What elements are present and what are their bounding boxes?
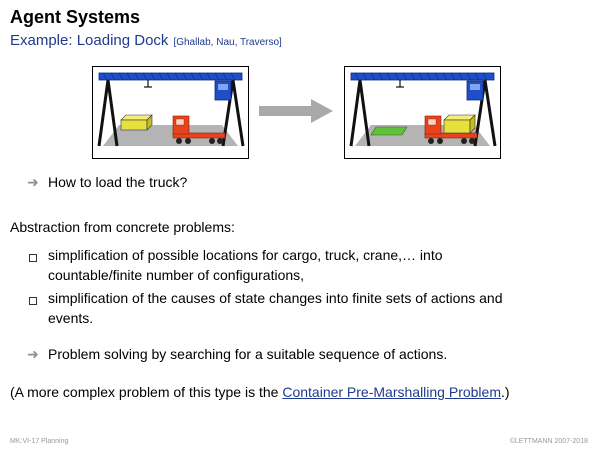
footer-slide-id: MK:VI-17 Planning — [10, 438, 69, 445]
container-pre-marshalling-link[interactable]: Container Pre-Marshalling Problem — [282, 384, 501, 400]
question-text: How to load the truck? — [48, 174, 188, 190]
note-after: .) — [501, 384, 510, 400]
square-bullet-icon — [29, 297, 37, 305]
cargo-container — [120, 114, 153, 131]
loaded-truck — [424, 114, 478, 144]
crane-cabin — [214, 80, 232, 101]
slide-subtitle: Example: Loading Dock [Ghallab, Nau, Trav… — [10, 32, 282, 49]
arrow-bullet-icon: ➜ — [27, 346, 39, 362]
arrow-bullet-icon: ➜ — [27, 174, 39, 190]
list-item-line: simplification of possible locations for… — [48, 247, 443, 263]
truck — [172, 115, 226, 144]
empty-cargo-spot — [370, 126, 408, 136]
square-bullet-icon — [29, 254, 37, 262]
note-text: (A more complex problem of this type is … — [10, 384, 510, 400]
footer-copyright: ©LETTMANN 2007-2018 — [509, 438, 588, 445]
citation: [Ghallab, Nau, Traverso] — [173, 37, 282, 48]
note-before: (A more complex problem of this type is … — [10, 384, 283, 400]
subtitle-text: Example: Loading Dock — [10, 32, 169, 49]
transition-arrow-icon — [259, 99, 333, 123]
loading-dock-goal-state — [344, 66, 501, 159]
crane-hook — [144, 80, 152, 88]
loading-dock-initial-state — [92, 66, 249, 159]
list-item-line: events. — [48, 310, 94, 326]
list-item: simplification of the causes of state ch… — [48, 288, 578, 328]
abstraction-heading: Abstraction from concrete problems: — [10, 219, 235, 235]
crane-bridge — [98, 72, 243, 81]
conclusion-text: Problem solving by searching for a suita… — [48, 346, 448, 362]
list-item-line: countable/finite number of configuration… — [48, 267, 305, 283]
list-item: simplification of possible locations for… — [48, 245, 578, 285]
list-item-line: simplification of the causes of state ch… — [48, 290, 503, 306]
slide-title: Agent Systems — [10, 7, 141, 27]
